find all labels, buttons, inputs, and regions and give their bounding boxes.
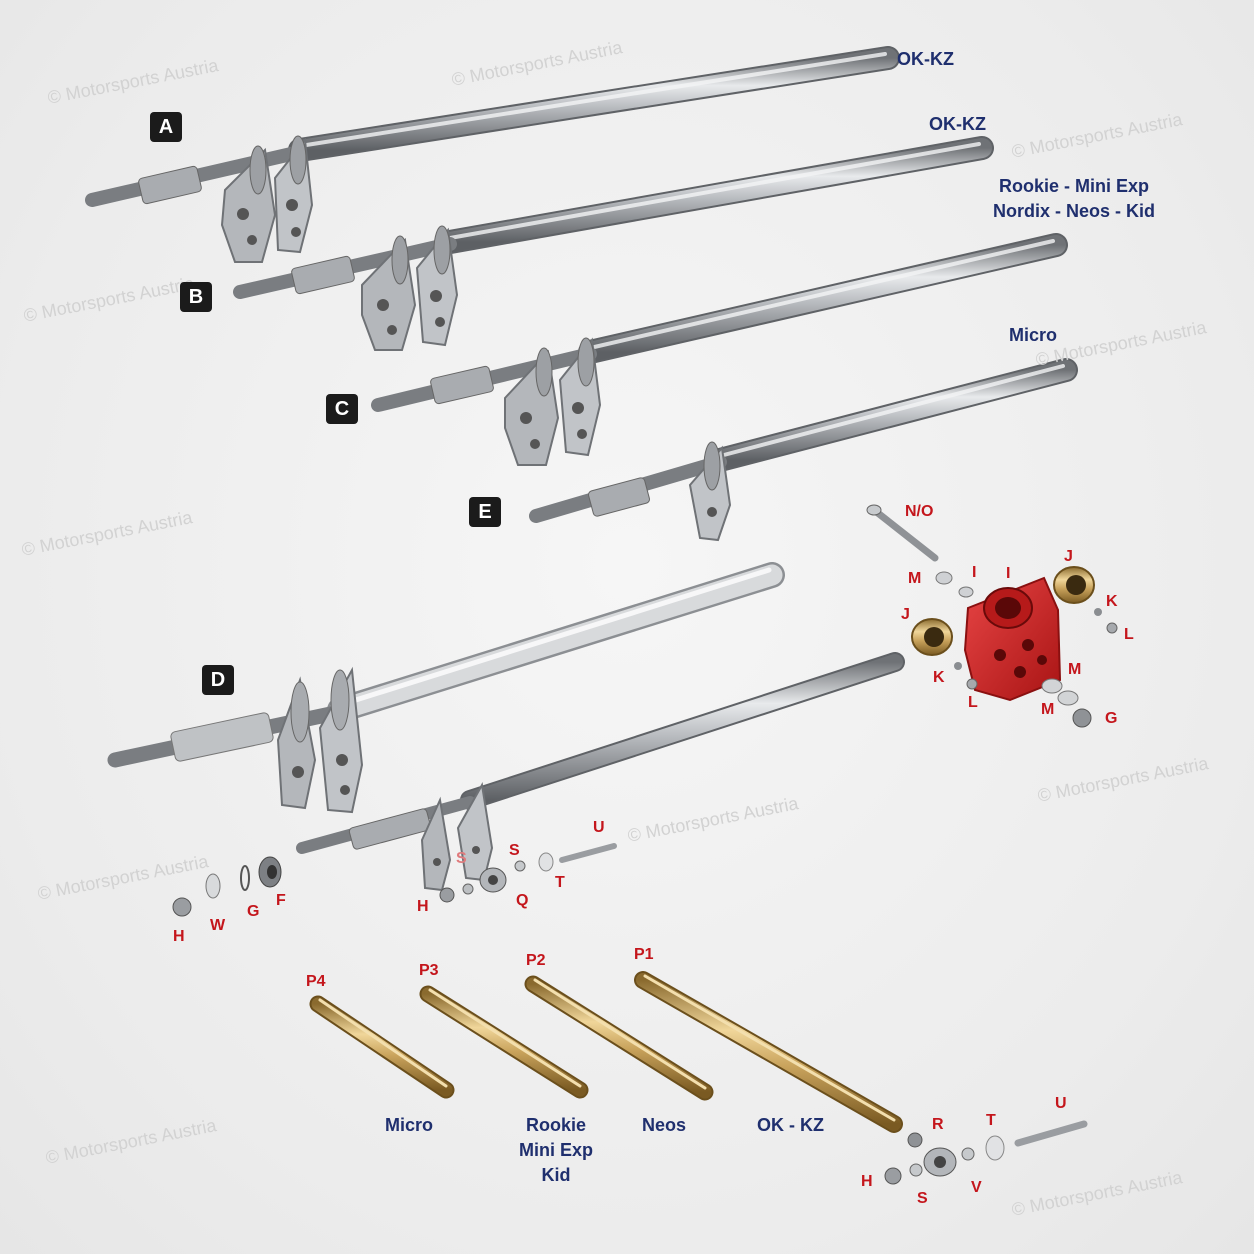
stub-axle-b bbox=[233, 136, 994, 351]
label-rookie-models: Rookie - Mini Exp Nordix - Neos - Kid bbox=[984, 174, 1164, 224]
part-label-h: H bbox=[417, 898, 429, 915]
brass-tube-p1 bbox=[634, 971, 903, 1133]
part-label-p4: P4 bbox=[306, 973, 326, 990]
part-label-u: U bbox=[593, 819, 605, 836]
bushing-label-micro: Micro bbox=[385, 1115, 434, 1135]
part-label-i: I bbox=[1006, 565, 1011, 582]
bushing-label-rookie-line1: Rookie bbox=[525, 1115, 586, 1135]
badge-e: E bbox=[469, 497, 501, 527]
part-label-l: L bbox=[968, 694, 978, 711]
label-rookie-line1: Rookie - Mini Exp bbox=[998, 176, 1149, 196]
part-label-p1: P1 bbox=[634, 946, 654, 963]
part-label-j: J bbox=[901, 606, 910, 623]
brass-bushing-j-left bbox=[911, 618, 953, 656]
brass-tube-p4 bbox=[309, 995, 455, 1099]
bushing-label-rookie: Rookie Mini Exp Kid bbox=[506, 1113, 606, 1188]
label-rookie-line2: Nordix - Neos - Kid bbox=[992, 201, 1155, 221]
brass-tube-p3 bbox=[419, 985, 589, 1099]
part-label-s: S bbox=[509, 842, 520, 859]
part-label-t: T bbox=[555, 874, 565, 891]
brass-bushing-j-right bbox=[1053, 566, 1095, 604]
part-label-h: H bbox=[173, 928, 185, 945]
bushing-label-rookie-line3: Kid bbox=[541, 1165, 571, 1185]
part-label-u: U bbox=[1055, 1095, 1067, 1112]
red-spindle-hub bbox=[963, 576, 1062, 702]
part-label-q: Q bbox=[516, 892, 529, 909]
part-label-f: F bbox=[276, 892, 286, 909]
small-hardware bbox=[172, 571, 1118, 1185]
stub-axle-d-variant bbox=[296, 652, 905, 892]
stub-axle-a bbox=[85, 46, 900, 263]
part-label-s: S bbox=[456, 850, 467, 867]
part-label-v: V bbox=[971, 1179, 982, 1196]
part-label-p3: P3 bbox=[419, 962, 439, 979]
part-label-j: J bbox=[1064, 548, 1073, 565]
part-label-r: R bbox=[932, 1116, 944, 1133]
brass-tube-p2 bbox=[524, 975, 714, 1101]
part-label-i: I bbox=[972, 564, 977, 581]
bushing-label-ok-kz: OK - KZ bbox=[757, 1115, 824, 1135]
bushing-label-neos: Neos bbox=[642, 1115, 687, 1135]
part-label-t: T bbox=[986, 1112, 996, 1129]
part-label-p2: P2 bbox=[526, 952, 546, 969]
badge-d: D bbox=[202, 665, 234, 695]
stub-axle-c bbox=[371, 233, 1068, 466]
part-label-k: K bbox=[1106, 593, 1118, 610]
part-label-g: G bbox=[1105, 710, 1118, 727]
label-ok-kz-a: OK-KZ bbox=[897, 49, 954, 69]
part-label-w: W bbox=[210, 917, 226, 934]
part-label-k: K bbox=[933, 669, 945, 686]
part-label-g: G bbox=[247, 903, 260, 920]
badge-a: A bbox=[150, 112, 182, 142]
part-label-l: L bbox=[1124, 626, 1134, 643]
king-pin-bolt bbox=[866, 504, 939, 562]
part-label-no: N/O bbox=[905, 503, 934, 520]
stub-axle-d bbox=[107, 562, 785, 814]
part-label-s: S bbox=[917, 1190, 928, 1207]
part-label-m: M bbox=[908, 570, 922, 587]
part-label-m: M bbox=[1068, 661, 1082, 678]
label-micro: Micro bbox=[1009, 325, 1058, 345]
bushing-label-rookie-line2: Mini Exp bbox=[518, 1140, 593, 1160]
label-ok-kz-b: OK-KZ bbox=[929, 114, 986, 134]
badge-c: C bbox=[326, 394, 358, 424]
badge-b: B bbox=[180, 282, 212, 312]
part-label-m: M bbox=[1041, 701, 1055, 718]
part-label-h: H bbox=[861, 1173, 873, 1190]
stub-axle-e bbox=[529, 358, 1078, 542]
